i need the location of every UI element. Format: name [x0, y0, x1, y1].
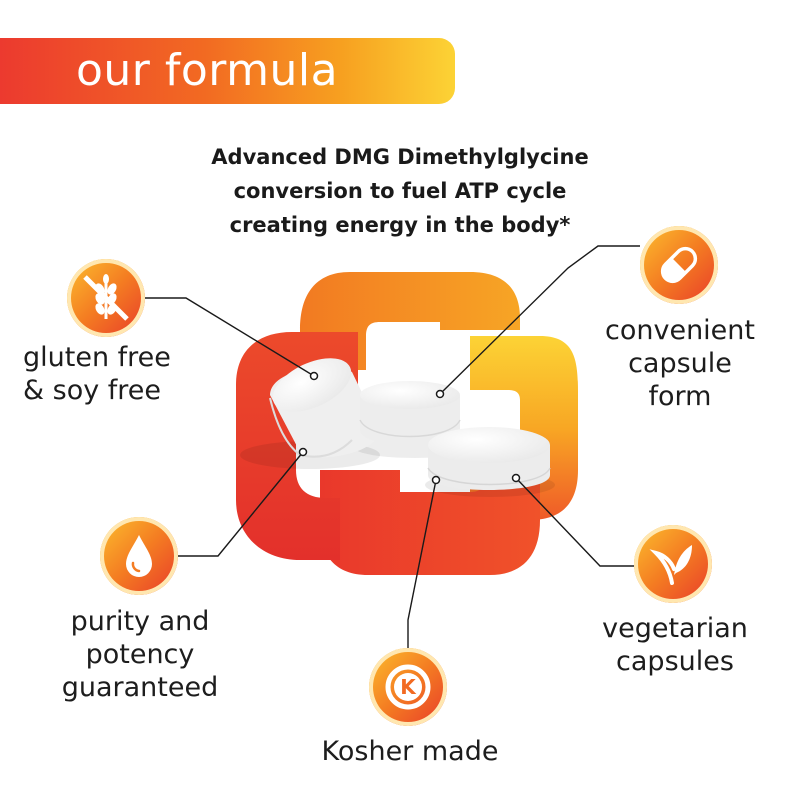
vegetarian-line-1: vegetarian [602, 613, 748, 644]
feature-vegetarian-label: vegetarian capsules [585, 612, 765, 678]
svg-text:K: K [400, 675, 417, 699]
tablet-right [427, 427, 551, 490]
logo-arm-bottom [320, 462, 540, 575]
title-banner: our formula [0, 38, 455, 104]
headline-line-3: creating energy in the body* [229, 213, 571, 237]
feature-purity-label: purity and potency guaranteed [40, 605, 240, 704]
capsule-line-3: form [648, 381, 712, 412]
tablet-middle [359, 381, 461, 445]
capsule-line-2: capsule [628, 348, 732, 379]
gluten-line-2: & soy free [23, 375, 162, 406]
headline-line-1: Advanced DMG Dimethylglycine [211, 145, 589, 169]
capsule-line-1: convenient [605, 315, 755, 346]
wheat-crossed-icon [67, 259, 145, 337]
purity-line-2: potency [85, 639, 195, 670]
purity-line-1: purity and [70, 606, 210, 637]
kosher-line-1: Kosher made [321, 736, 499, 767]
feature-gluten-label: gluten free & soy free [23, 341, 171, 407]
capsule-icon [640, 226, 718, 304]
banner-title: our formula [76, 45, 339, 96]
drop-icon [100, 517, 178, 595]
leaf-icon [634, 525, 712, 603]
feature-kosher-label: Kosher made [300, 735, 520, 768]
connector-dots [298, 371, 521, 485]
vegetarian-line-2: capsules [616, 646, 734, 677]
headline: Advanced DMG Dimethylglycine conversion … [150, 140, 650, 242]
feature-capsule-label: convenient capsule form [590, 314, 770, 413]
tablet-left [269, 358, 380, 458]
connector-lines [145, 245, 640, 652]
gluten-line-1: gluten free [23, 342, 171, 373]
headline-line-2: conversion to fuel ATP cycle [233, 179, 567, 203]
kosher-k-icon: K [369, 648, 447, 726]
purity-line-3: guaranteed [61, 672, 219, 703]
